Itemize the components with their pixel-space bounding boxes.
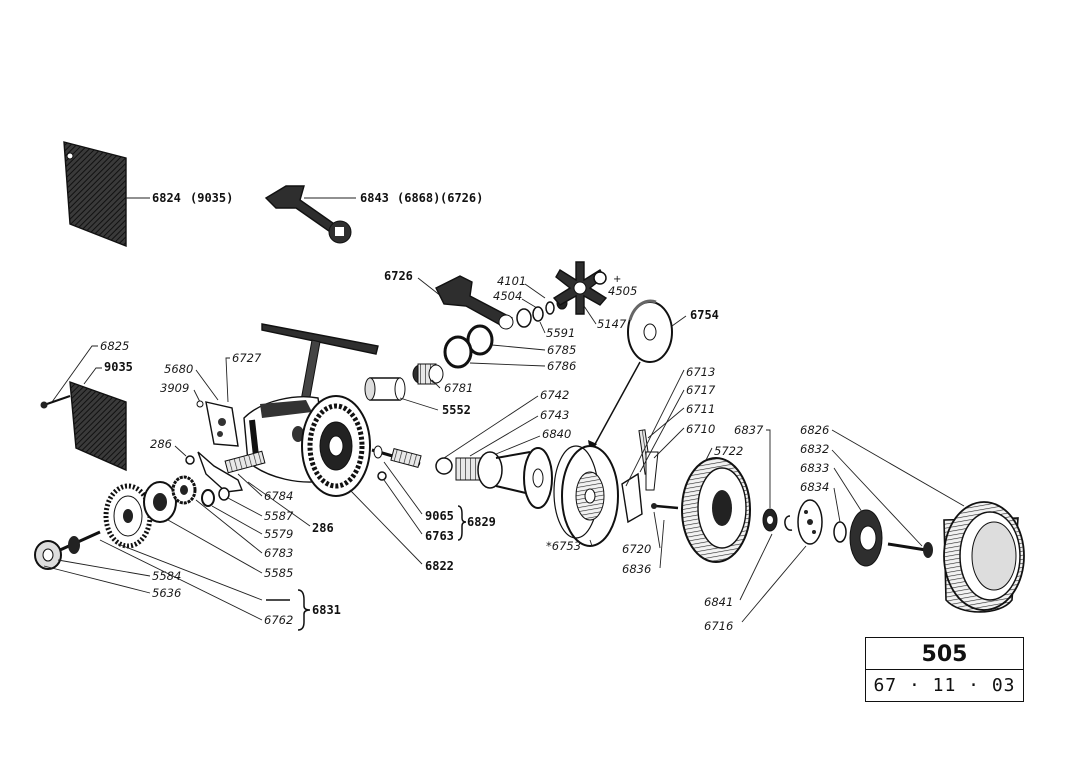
label-6717: 6717 bbox=[686, 383, 716, 397]
label-6726: 6726 bbox=[384, 269, 413, 283]
model-number: 505 bbox=[866, 638, 1023, 670]
bail-arm-part bbox=[264, 185, 352, 244]
label-6743: 6743 bbox=[540, 408, 569, 422]
label-6826: 6826 bbox=[800, 423, 829, 437]
label-6824-alt: (9035) bbox=[190, 191, 233, 205]
label-4504: 4504 bbox=[493, 289, 522, 303]
label-4505: 4505 bbox=[608, 284, 637, 298]
nut-6833 bbox=[849, 509, 883, 567]
label-6832: 6832 bbox=[800, 442, 829, 456]
screw-left bbox=[40, 395, 71, 409]
label-6720: 6720 bbox=[622, 542, 651, 556]
label-286-top: 286 bbox=[150, 437, 172, 451]
label-6833: 6833 bbox=[800, 461, 829, 475]
drive-shaft bbox=[224, 450, 266, 474]
label-6831: 6831 bbox=[312, 603, 341, 617]
label-6762: 6762 bbox=[264, 613, 293, 627]
label-6825: 6825 bbox=[100, 339, 129, 353]
bearing bbox=[171, 475, 197, 505]
label-6843-alt1: (6868) bbox=[397, 191, 440, 205]
pawl-gear bbox=[762, 508, 778, 532]
anti-reverse-dog bbox=[197, 451, 243, 493]
label-6841: 6841 bbox=[704, 595, 733, 609]
label-9065: 9065 bbox=[425, 509, 454, 523]
label-6716: 6716 bbox=[704, 619, 733, 633]
label-5680: 5680 bbox=[164, 362, 193, 376]
label-6713: 6713 bbox=[686, 365, 715, 379]
label-286-bottom: 286 bbox=[312, 521, 334, 535]
label-6784: 6784 bbox=[264, 489, 293, 503]
label-5579: 5579 bbox=[264, 527, 293, 541]
drag-washer-6754 bbox=[627, 299, 673, 363]
label-5636: 5636 bbox=[152, 586, 181, 600]
roller-sleeve bbox=[364, 377, 406, 401]
label-6753: *6753 bbox=[546, 539, 581, 553]
screw-6832 bbox=[887, 542, 933, 558]
label-5591: 5591 bbox=[546, 326, 575, 340]
washer-6834 bbox=[833, 521, 847, 543]
label-6829: 6829 bbox=[467, 515, 496, 529]
title-block: 505 67 · 11 · 03 bbox=[865, 637, 1024, 702]
label-6783: 6783 bbox=[264, 546, 293, 560]
ratchet-spring: + bbox=[593, 271, 621, 285]
star-drag-knob bbox=[552, 261, 608, 315]
label-6843: 6843 bbox=[360, 191, 389, 205]
label-6843-alt2: (6726) bbox=[440, 191, 483, 205]
label-6763: 6763 bbox=[425, 529, 454, 543]
pinion-bushing bbox=[412, 363, 444, 385]
label-5147: 5147 bbox=[597, 317, 627, 331]
handle-knob bbox=[34, 530, 101, 570]
main-gear bbox=[103, 483, 153, 549]
svg-text:+: + bbox=[613, 274, 621, 285]
date-code: 67 · 11 · 03 bbox=[873, 675, 1016, 696]
label-6837: 6837 bbox=[734, 423, 764, 437]
label-6785: 6785 bbox=[547, 343, 576, 357]
label-6710: 6710 bbox=[686, 422, 715, 436]
label-6822: 6822 bbox=[425, 559, 454, 573]
label-6754: 6754 bbox=[690, 308, 719, 322]
label-6786: 6786 bbox=[547, 359, 576, 373]
label-6742: 6742 bbox=[540, 388, 569, 402]
oscillation-slider bbox=[435, 451, 531, 495]
label-6834: 6834 bbox=[800, 480, 829, 494]
gear-washer bbox=[143, 481, 177, 523]
rotor-housing bbox=[301, 395, 371, 497]
flange-plate bbox=[523, 447, 553, 509]
drag-springs bbox=[621, 429, 659, 524]
bail-lever-part bbox=[435, 275, 514, 330]
spool-washer-pair bbox=[443, 324, 494, 369]
label-6836: 6836 bbox=[622, 562, 651, 576]
screw-6720 bbox=[651, 503, 679, 510]
small-bushings bbox=[201, 487, 230, 507]
left-cover-plate bbox=[69, 380, 127, 472]
label-3909: 3909 bbox=[160, 381, 189, 395]
skirt-6826 bbox=[943, 501, 1025, 613]
small-screw-286 bbox=[185, 455, 195, 465]
label-6711: 6711 bbox=[686, 402, 715, 416]
label-5722: 5722 bbox=[714, 444, 743, 458]
label-5552: 5552 bbox=[442, 403, 471, 417]
label-6824: 6824 bbox=[152, 191, 181, 205]
label-4101: 4101 bbox=[497, 274, 526, 288]
small-washers bbox=[516, 296, 568, 328]
label-6840: 6840 bbox=[542, 427, 571, 441]
drag-disc-6841 bbox=[797, 499, 823, 545]
spool-6753 bbox=[553, 445, 619, 547]
label-6781: 6781 bbox=[444, 381, 473, 395]
anti-reverse-plate bbox=[196, 400, 239, 447]
label-5584: 5584 bbox=[152, 569, 181, 583]
rotor-cup-5722 bbox=[681, 457, 751, 563]
label-9035: 9035 bbox=[104, 360, 133, 374]
clip-ring bbox=[784, 515, 793, 531]
label-5587: 5587 bbox=[264, 509, 294, 523]
small-ring bbox=[377, 471, 387, 481]
main-shaft bbox=[371, 445, 422, 469]
label-6727: 6727 bbox=[232, 351, 262, 365]
label-5585: 5585 bbox=[264, 566, 293, 580]
side-cover-plate bbox=[63, 141, 127, 248]
